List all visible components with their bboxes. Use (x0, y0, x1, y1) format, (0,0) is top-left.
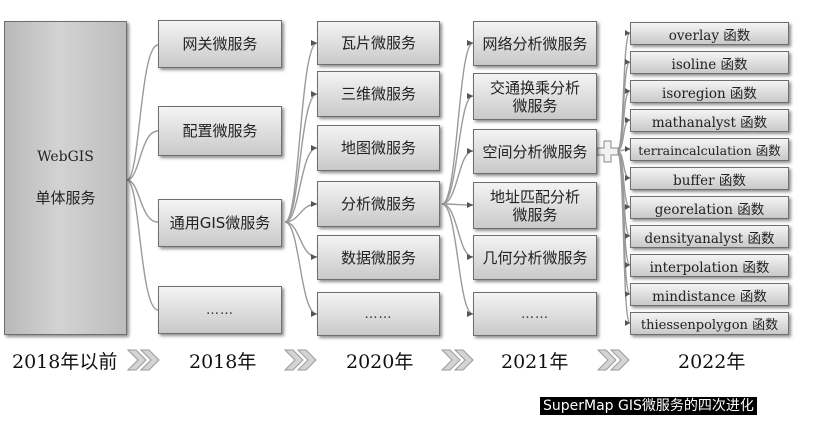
figure-caption: SuperMap GIS微服务的四次进化 (540, 397, 757, 415)
function-box: densityanalyst 函数 (630, 225, 789, 248)
function-box: terraincalculation 函数 (630, 138, 789, 161)
more-2021-box: …… (473, 292, 597, 336)
map-service-box: 地图微服务 (317, 125, 440, 171)
3d-service-label: 三维微服务 (340, 85, 416, 103)
address-matching-service-label: 地址匹配分析微服务 (489, 187, 580, 224)
config-service-box: 配置微服务 (158, 106, 282, 156)
more-2020-label: …… (364, 306, 393, 322)
more-2021-label: …… (521, 306, 549, 322)
function-box: georelation 函数 (630, 196, 789, 219)
gateway-service-box: 网关微服务 (158, 20, 282, 68)
data-service-box: 数据微服务 (317, 235, 440, 280)
function-box: isoline 函数 (630, 51, 789, 74)
tile-service-label: 瓦片微服务 (340, 34, 416, 52)
data-service-label: 数据微服务 (340, 248, 416, 267)
more-2018-box: …… (158, 286, 282, 334)
analysis-service-label: 分析微服务 (340, 195, 416, 213)
timeline-label-2022: 2022年 (678, 351, 746, 373)
function-label: buffer 函数 (673, 172, 746, 189)
gis-service-label: 通用GIS微服务 (169, 214, 271, 232)
tile-service-box: 瓦片微服务 (317, 21, 440, 65)
analysis-service-box: 分析微服务 (317, 181, 440, 227)
function-label: overlay 函数 (668, 27, 751, 44)
function-box: isoregion 函数 (630, 80, 789, 103)
plus-icon (596, 140, 619, 163)
function-box: mindistance 函数 (630, 283, 789, 306)
function-box: buffer 函数 (630, 167, 789, 190)
timeline-label-2021: 2021年 (501, 351, 569, 373)
function-label: interpolation 函数 (649, 259, 770, 276)
transit-analysis-service-box: 交通换乘分析微服务 (473, 73, 597, 120)
function-label: terraincalculation 函数 (638, 143, 781, 158)
webgis-monolith-box: WebGIS 单体服务 (4, 21, 127, 335)
function-label: isoline 函数 (671, 56, 748, 73)
function-label: densityanalyst 函数 (644, 230, 775, 247)
monolith-label-line1: WebGIS (37, 148, 94, 165)
spatial-analysis-service-box: 空间分析微服务 (473, 129, 597, 174)
gis-service-box: 通用GIS微服务 (158, 199, 282, 247)
function-label: isoregion 函数 (662, 85, 757, 102)
function-label: thiessenpolygon 函数 (640, 318, 779, 333)
function-label: georelation 函数 (654, 201, 765, 218)
network-analysis-service-box: 网络分析微服务 (473, 21, 597, 66)
more-2020-box: …… (317, 292, 440, 336)
geometry-analysis-service-label: 几何分析微服务 (482, 248, 588, 267)
timeline-label-2018: 2018年 (189, 351, 257, 373)
address-matching-service-box: 地址匹配分析微服务 (473, 182, 597, 229)
more-2018-label: …… (206, 302, 234, 318)
gateway-service-label: 网关微服务 (182, 35, 258, 53)
monolith-label-line2: 单体服务 (35, 188, 96, 207)
function-box: mathanalyst 函数 (630, 109, 789, 132)
timeline-chevrons (126, 349, 630, 371)
timeline-label-pre-2018: 2018年以前 (12, 351, 118, 373)
spatial-analysis-service-label: 空间分析微服务 (482, 142, 588, 161)
function-label: mindistance 函数 (652, 288, 767, 305)
network-analysis-service-label: 网络分析微服务 (482, 34, 588, 53)
function-box: interpolation 函数 (630, 254, 789, 277)
geometry-analysis-service-box: 几何分析微服务 (473, 235, 597, 280)
timeline-label-2020: 2020年 (346, 351, 414, 373)
function-box: thiessenpolygon 函数 (630, 312, 789, 335)
3d-service-box: 三维微服务 (317, 71, 440, 117)
map-service-label: 地图微服务 (340, 139, 416, 157)
config-service-label: 配置微服务 (182, 122, 258, 140)
transit-analysis-service-label: 交通换乘分析微服务 (489, 78, 580, 115)
function-box: overlay 函数 (630, 22, 789, 45)
function-label: mathanalyst 函数 (651, 114, 768, 131)
